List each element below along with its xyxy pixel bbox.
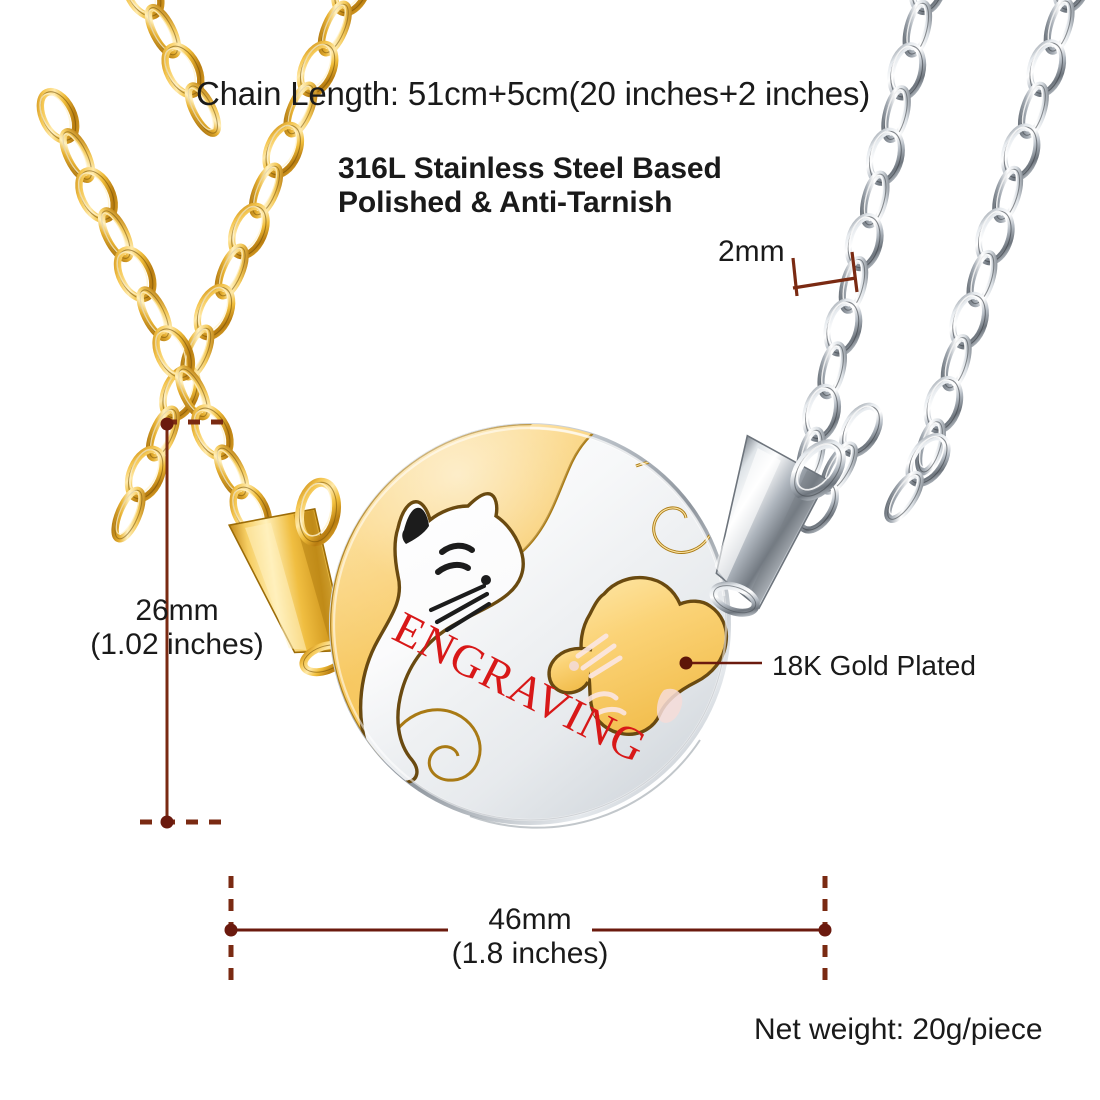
material-line-2: Polished & Anti-Tarnish (338, 185, 673, 219)
pendant-height-mm: 26mm (135, 594, 219, 627)
gold-cat (547, 575, 729, 736)
white-cat (358, 491, 525, 784)
dimension-2mm (791, 251, 859, 297)
material-line-1: 316L Stainless Steel Based (338, 152, 722, 185)
dim-2mm-cap-right (850, 251, 859, 293)
net-weight-label: Net weight: 20g/piece (754, 1013, 1043, 1046)
dim-2mm-cap-left (791, 257, 799, 297)
dim-46mm-dot-left (224, 923, 238, 937)
chain-length-label: Chain Length: 51cm+5cm(20 inches+2 inche… (196, 75, 870, 112)
chain-width-label: 2mm (718, 235, 785, 268)
cat-pendant (329, 423, 731, 829)
pendant-height-inches: (1.02 inches) (90, 627, 264, 661)
pendant-width-inches: (1.8 inches) (451, 936, 609, 970)
silver-jump-ring (790, 439, 846, 501)
pendant-width-label: 46mm(1.8 inches) (430, 903, 630, 970)
pendant-height-label: 26mm(1.02 inches) (84, 594, 270, 661)
dimension-46mm (224, 876, 832, 984)
gold-jump-ring (295, 477, 341, 547)
pendant-width-mm: 46mm (488, 903, 572, 936)
plating-label: 18K Gold Plated (772, 650, 976, 681)
dim-46mm-dot-right (818, 923, 832, 937)
dim-2mm-span (792, 276, 857, 290)
dimension-26mm (140, 417, 232, 829)
leader-18k-gold-plated (679, 656, 762, 670)
dim-26mm-bottom-dot (160, 815, 174, 829)
dim-26mm-top-dot (160, 417, 174, 431)
